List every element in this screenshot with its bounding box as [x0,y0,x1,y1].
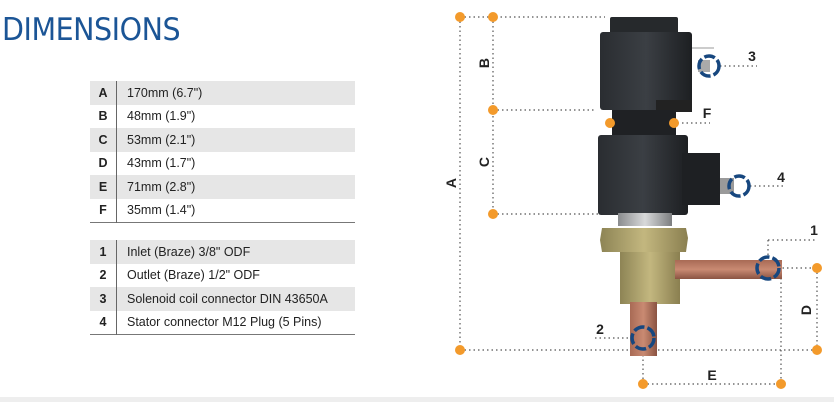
dim-key: D [90,151,117,175]
conn-value: Solenoid coil connector DIN 43650A [116,287,355,311]
label-f: F [703,105,712,121]
dim-point [812,263,822,273]
bottom-band [0,397,834,402]
dim-point [488,209,498,219]
label-c: C [476,157,492,167]
table-row: 4 Stator connector M12 Plug (5 Pins) [90,310,355,335]
dim-point [605,118,615,128]
table-row: 2 Outlet (Braze) 1/2" ODF [90,263,355,287]
conn-key: 4 [90,310,117,335]
label-4: 4 [777,169,785,185]
connection-marker-4 [727,174,751,198]
conn-key: 3 [90,287,117,311]
label-d: D [798,305,814,315]
dim-value: 71mm (2.8") [116,175,355,199]
dim-value: 43mm (1.7") [127,156,196,171]
dim-point [455,345,465,355]
dim-value: 48mm (1.9") [127,109,196,124]
dim-key: C [90,128,117,152]
dim-key: E [90,175,117,199]
dim-point [488,105,498,115]
conn-key: 1 [90,240,117,264]
dim-value: 53mm (2.1") [116,128,355,152]
table-row: F 35mm (1.4") [90,198,355,223]
page-title: DIMENSIONS [2,12,181,48]
dim-key: F [90,198,117,223]
dim-value: 170mm (6.7") [116,81,355,105]
conn-key: 2 [90,263,117,287]
dim-key: A [90,81,117,105]
label-2: 2 [596,321,604,337]
conn-value: Stator connector M12 Plug (5 Pins) [127,315,322,330]
label-a: A [443,178,459,188]
dim-value: 35mm (1.4") [127,203,196,218]
label-1: 1 [810,222,818,238]
valve-illustration [598,17,782,356]
label-3: 3 [748,48,756,64]
connection-marker-2 [630,325,656,351]
label-b: B [476,58,492,68]
conn-value: Inlet (Braze) 3/8" ODF [116,240,355,264]
dim-point [669,118,679,128]
table-row: D 43mm (1.7") [90,151,355,175]
label-e: E [707,367,716,383]
dim-point [455,12,465,22]
dim-key: B [90,104,117,128]
connection-marker-1 [755,255,781,281]
conn-value: Outlet (Braze) 1/2" ODF [127,268,260,283]
table-row: B 48mm (1.9") [90,104,355,128]
connection-marker-3 [697,54,721,78]
dim-point [776,379,786,389]
dim-point [488,12,498,22]
dimension-lines [459,16,818,385]
dim-point [812,345,822,355]
dim-point [638,379,648,389]
